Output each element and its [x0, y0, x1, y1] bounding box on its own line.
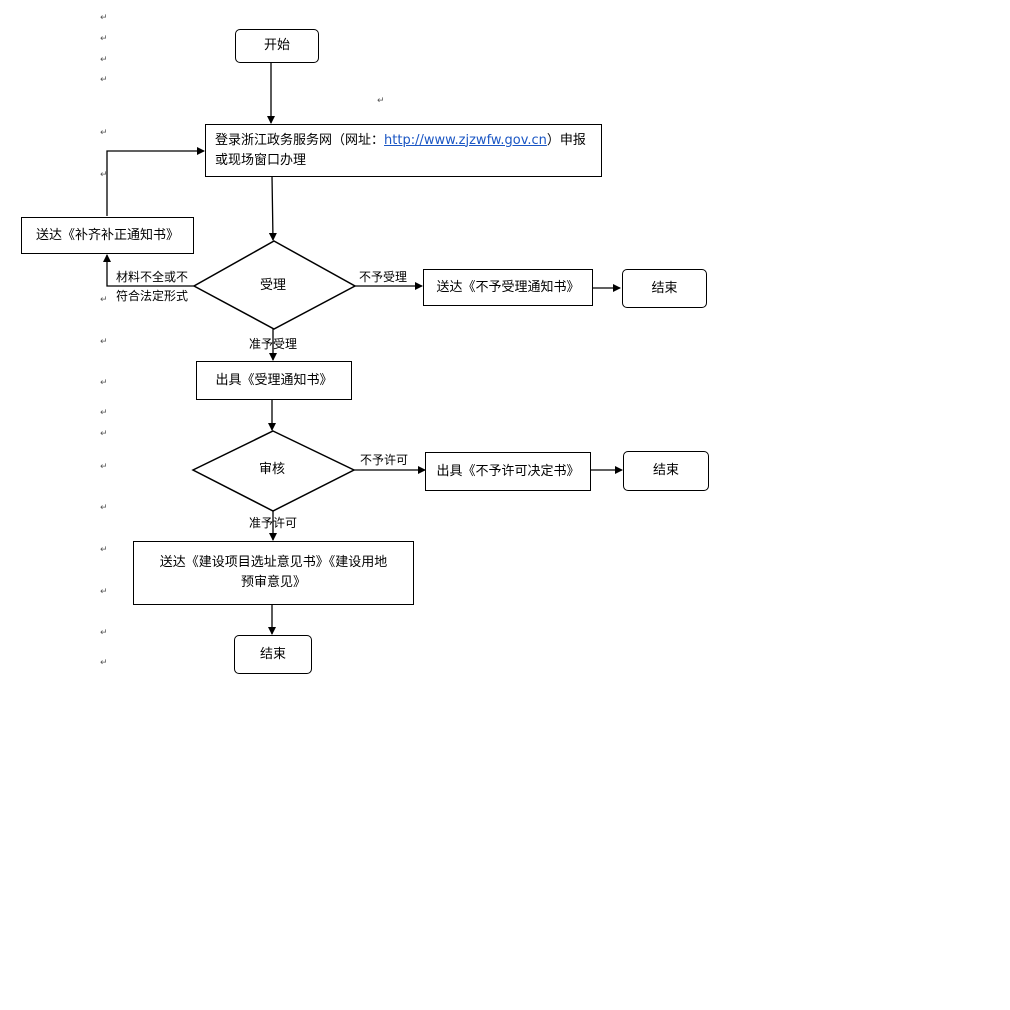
login-apply-text-pre: 登录浙江政务服务网（网址：	[215, 132, 385, 148]
end-node-1-label: 结束	[651, 280, 678, 296]
para-mark: ↵	[100, 128, 108, 138]
reject-notice-label: 送达《不予受理通知书》	[436, 279, 580, 295]
start-node: 开始	[235, 29, 319, 63]
arrow-accept-to-supplement	[103, 254, 194, 287]
supplement-notice-box: 送达《补齐补正通知书》	[21, 217, 194, 254]
login-apply-box: 登录浙江政务服务网（网址：http://www.zjzwfw.gov.cn）申报…	[205, 124, 602, 177]
final-documents-box: 送达《建设项目选址意见书》《建设用地 预审意见》	[133, 541, 414, 605]
para-mark: ↵	[100, 75, 108, 85]
para-mark: ↵	[100, 13, 108, 23]
accept-decision-diamond	[192, 240, 357, 330]
para-mark: ↵	[100, 55, 108, 65]
permitted-label: 准予许可	[249, 516, 298, 530]
end-node-2: 结束	[623, 451, 709, 491]
login-apply-text-post: ）申报	[546, 132, 586, 148]
end-node-3-label: 结束	[259, 646, 286, 662]
para-mark: ↵	[100, 378, 108, 388]
deny-permit-label: 出具《不予许可决定书》	[436, 463, 580, 479]
arrow-supplement-to-login	[106, 147, 205, 216]
review-decision-label: 审核	[259, 462, 286, 477]
para-mark: ↵	[100, 545, 108, 555]
end-node-2-label: 结束	[652, 463, 679, 478]
accept-notice-box: 出具《受理通知书》	[196, 361, 352, 400]
para-mark: ↵	[100, 170, 108, 180]
incomplete-materials-label-line1: 材料不全或不	[116, 270, 189, 284]
para-mark: ↵	[100, 295, 108, 305]
not-permitted-label: 不予许可	[360, 453, 409, 467]
para-mark: ↵	[100, 337, 108, 347]
login-apply-line1: 登录浙江政务服务网（网址：http://www.zjzwfw.gov.cn）申报	[215, 131, 586, 151]
zjzwfw-link[interactable]: http://www.zjzwfw.gov.cn	[384, 132, 547, 148]
para-mark: ↵	[100, 429, 108, 439]
para-mark: ↵	[100, 34, 108, 44]
final-documents-line1: 送达《建设项目选址意见书》《建设用地	[159, 555, 388, 570]
end-node-1: 结束	[622, 269, 707, 308]
incomplete-materials-label-line2: 符合法定形式	[116, 289, 189, 303]
start-node-label: 开始	[263, 38, 290, 53]
accept-decision-label: 受理	[260, 278, 287, 293]
deny-permit-box: 出具《不予许可决定书》	[425, 452, 591, 491]
accepted-label: 准予受理	[249, 337, 298, 351]
para-mark: ↵	[100, 658, 108, 668]
para-mark: ↵	[100, 628, 108, 638]
not-accepted-label: 不予受理	[359, 270, 408, 284]
accept-notice-label: 出具《受理通知书》	[215, 372, 333, 388]
final-documents-line2: 预审意见》	[240, 575, 306, 590]
reject-notice-box: 送达《不予受理通知书》	[423, 269, 593, 306]
para-mark: ↵	[100, 587, 108, 597]
arrow-login-to-accept	[268, 175, 277, 241]
login-apply-line2: 或现场窗口办理	[215, 152, 307, 168]
para-mark: ↵	[100, 408, 108, 418]
para-mark: ↵	[100, 462, 108, 472]
para-mark: ↵	[377, 96, 385, 106]
end-node-3: 结束	[234, 635, 312, 674]
para-mark: ↵	[100, 503, 108, 513]
review-decision-diamond	[191, 430, 356, 512]
supplement-notice-label: 送达《补齐补正通知书》	[35, 227, 179, 243]
